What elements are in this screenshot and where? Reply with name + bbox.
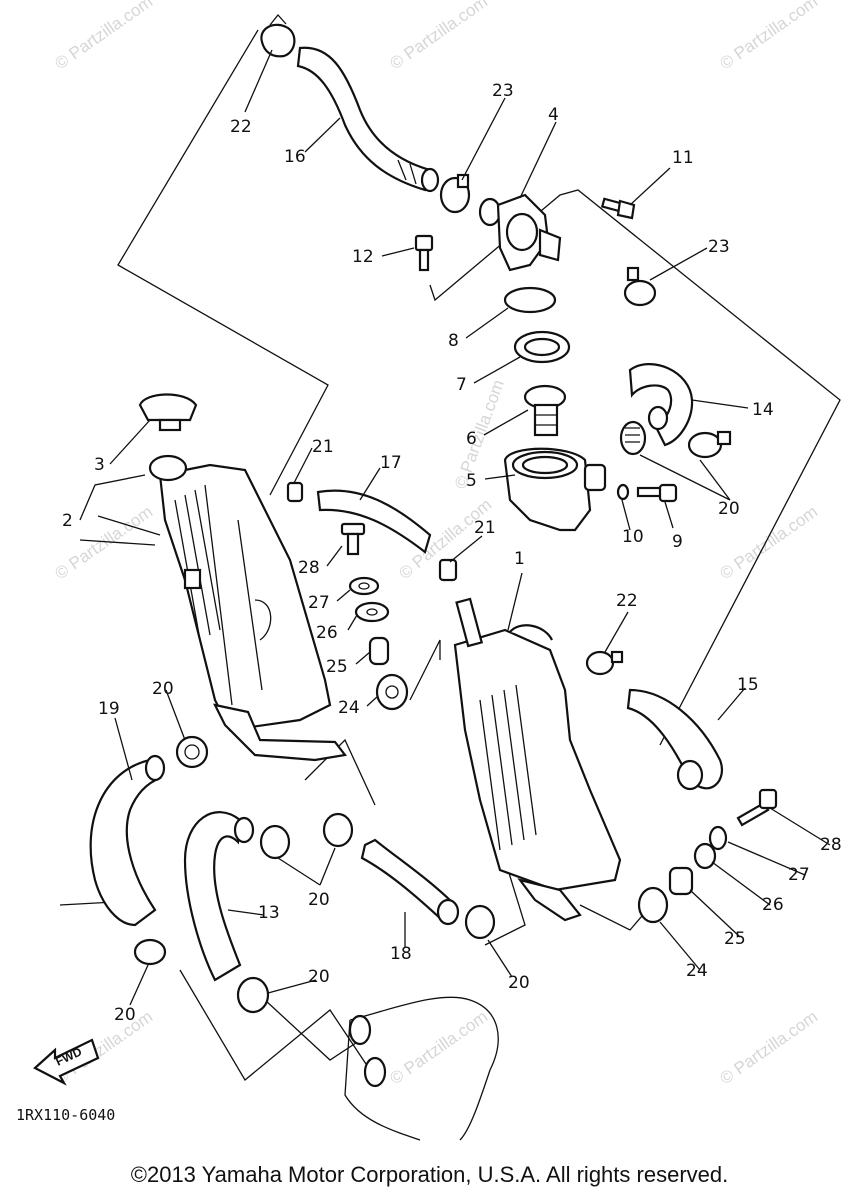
part-28-bolt — [736, 788, 778, 827]
engine-case-fragment — [344, 996, 499, 1141]
callout-11: 11 — [672, 148, 694, 168]
callout-21: 21 — [474, 518, 496, 538]
watermark: © Partzilla.com — [716, 1007, 821, 1088]
callout-16: 16 — [284, 147, 306, 167]
callout-20: 20 — [718, 499, 740, 519]
part-18-hose — [360, 838, 460, 926]
part-22-clamp-lower — [585, 650, 624, 676]
watermark: © Partzilla.com — [51, 1007, 156, 1088]
part-22-clamp-top — [260, 13, 296, 58]
part-17-hose — [316, 489, 432, 554]
callout-21: 21 — [312, 437, 334, 457]
callout-28: 28 — [298, 558, 320, 578]
part-20-clamp — [322, 812, 354, 848]
callout-13: 13 — [258, 903, 280, 923]
part-21-clamp — [438, 558, 458, 582]
part-3-radiator-cap — [138, 393, 198, 432]
callout-3: 3 — [94, 455, 105, 475]
watermark: © Partzilla.com — [716, 0, 821, 73]
part-24-grommet — [637, 886, 669, 924]
watermark: © Partzilla.com — [51, 0, 156, 73]
part-9-bolt — [636, 483, 678, 503]
callout-22: 22 — [230, 117, 252, 137]
part-12-bolt — [414, 234, 434, 272]
part-1-radiator-right — [453, 597, 622, 922]
callout-20: 20 — [508, 973, 530, 993]
part-26-washer — [354, 601, 390, 623]
part-21-clamp — [286, 481, 304, 503]
callout-23: 23 — [492, 81, 514, 101]
part-27-washer — [348, 576, 380, 596]
part-23-clamp-upper — [439, 173, 471, 214]
callout-6: 6 — [466, 429, 477, 449]
callout-20: 20 — [308, 890, 330, 910]
watermark: © Partzilla.com — [386, 0, 491, 73]
part-20-clamp — [464, 904, 496, 940]
callout-19: 19 — [98, 699, 120, 719]
callout-15: 15 — [737, 675, 759, 695]
watermark-layer: © Partzilla.com © Partzilla.com © Partzi… — [51, 0, 821, 1088]
part-2-radiator-left — [148, 454, 347, 762]
callout-18: 18 — [390, 944, 412, 964]
part-20-clamp — [259, 824, 291, 860]
part-15-hose — [626, 688, 723, 791]
callout-14: 14 — [752, 400, 774, 420]
part-20-clamp — [236, 976, 270, 1014]
part-10-washer — [616, 483, 630, 501]
callout-labels: 22 16 23 4 11 12 23 8 7 6 14 5 10 9 20 3… — [62, 81, 842, 1025]
callout-2: 2 — [62, 511, 73, 531]
callout-17: 17 — [380, 453, 402, 473]
part-23-clamp-right — [623, 266, 657, 307]
callout-7: 7 — [456, 375, 467, 395]
callout-23: 23 — [708, 237, 730, 257]
callout-5: 5 — [466, 471, 477, 491]
watermark: © Partzilla.com — [386, 1007, 491, 1088]
part-16-hose — [296, 46, 440, 193]
callout-20: 20 — [308, 967, 330, 987]
part-19-hose — [89, 754, 166, 927]
callout-10: 10 — [622, 527, 644, 547]
callout-9: 9 — [672, 532, 683, 552]
part-11-bolt — [600, 197, 636, 220]
part-20-clamp — [619, 420, 647, 456]
part-20-clamp — [175, 735, 209, 769]
callout-26: 26 — [762, 895, 784, 915]
callout-24: 24 — [338, 698, 360, 718]
callout-12: 12 — [352, 247, 374, 267]
part-7-gasket — [513, 330, 571, 364]
part-20-clamp — [687, 430, 732, 459]
callout-4: 4 — [548, 105, 559, 125]
part-26-washer — [693, 842, 717, 870]
callout-24: 24 — [686, 961, 708, 981]
part-20-clamp — [133, 938, 167, 966]
part-5-thermostat-housing — [503, 447, 607, 532]
callout-27: 27 — [308, 593, 330, 613]
part-25-collar — [368, 636, 390, 666]
part-13-hose — [183, 811, 255, 982]
part-6-thermostat — [523, 384, 567, 437]
leader-lines — [97, 49, 831, 1006]
part-28-bolt — [340, 522, 366, 556]
part-4-thermostat-cover — [478, 193, 562, 272]
callout-20: 20 — [114, 1005, 136, 1025]
callout-22: 22 — [616, 591, 638, 611]
callout-20: 20 — [152, 679, 174, 699]
callout-25: 25 — [326, 657, 348, 677]
part-27-washer — [708, 825, 728, 851]
part-24-grommet — [375, 673, 409, 711]
callout-26: 26 — [316, 623, 338, 643]
part-8-o-ring — [503, 286, 557, 314]
assembly-guide-lines — [59, 29, 841, 1081]
copyright-notice: ©2013 Yamaha Motor Corporation, U.S.A. A… — [130, 1162, 729, 1187]
diagram-code: 1RX110-6040 — [16, 1106, 115, 1124]
callout-27: 27 — [788, 865, 810, 885]
part-25-collar — [668, 866, 694, 896]
callout-25: 25 — [724, 929, 746, 949]
part-14-hose — [628, 363, 694, 447]
callout-1: 1 — [514, 549, 525, 569]
callout-28: 28 — [820, 835, 842, 855]
callout-8: 8 — [448, 331, 459, 351]
